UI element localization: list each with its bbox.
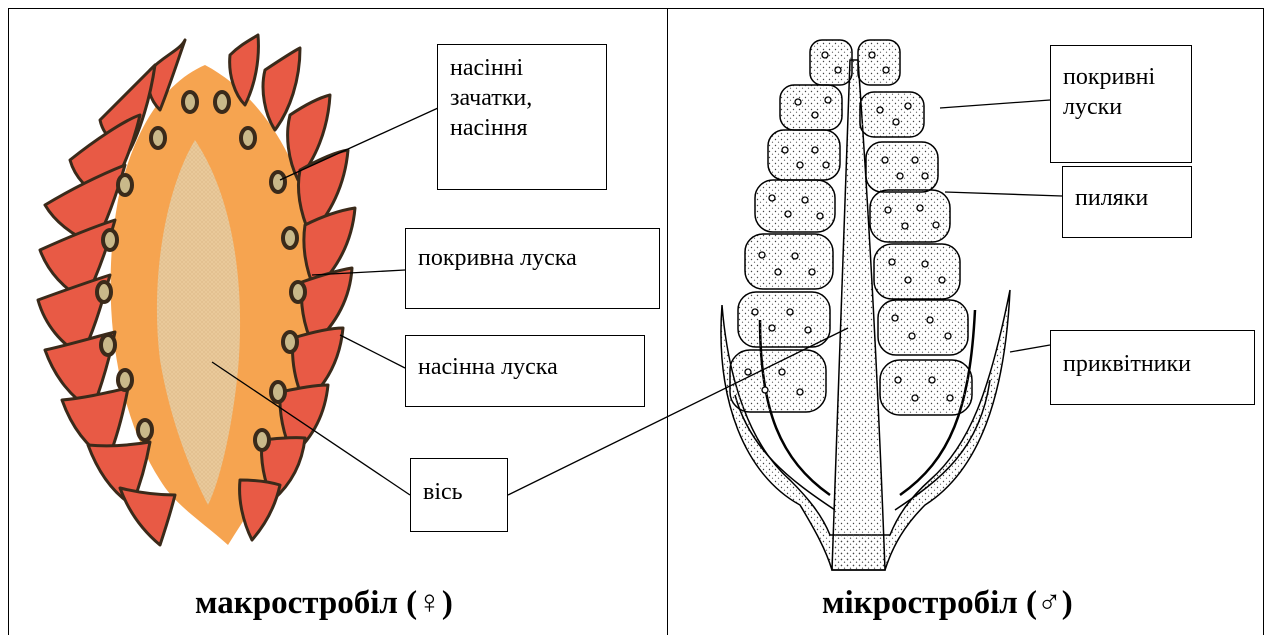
- label-seed-scale: насінна луска: [405, 335, 645, 407]
- label-ovules: насінні зачатки, насіння: [437, 44, 607, 190]
- label-bracts: приквітники: [1050, 330, 1255, 405]
- caption-macrostrobilus: макростробіл (♀): [195, 585, 453, 622]
- caption-microstrobilus: мікростробіл (♂): [822, 585, 1073, 622]
- label-bract-scale: покривна луска: [405, 228, 660, 309]
- label-bract-scales: покривні луски: [1050, 45, 1192, 163]
- label-axis: вісь: [410, 458, 508, 532]
- macrostrobilus-drawing: [38, 35, 438, 545]
- label-anthers: пиляки: [1062, 166, 1192, 238]
